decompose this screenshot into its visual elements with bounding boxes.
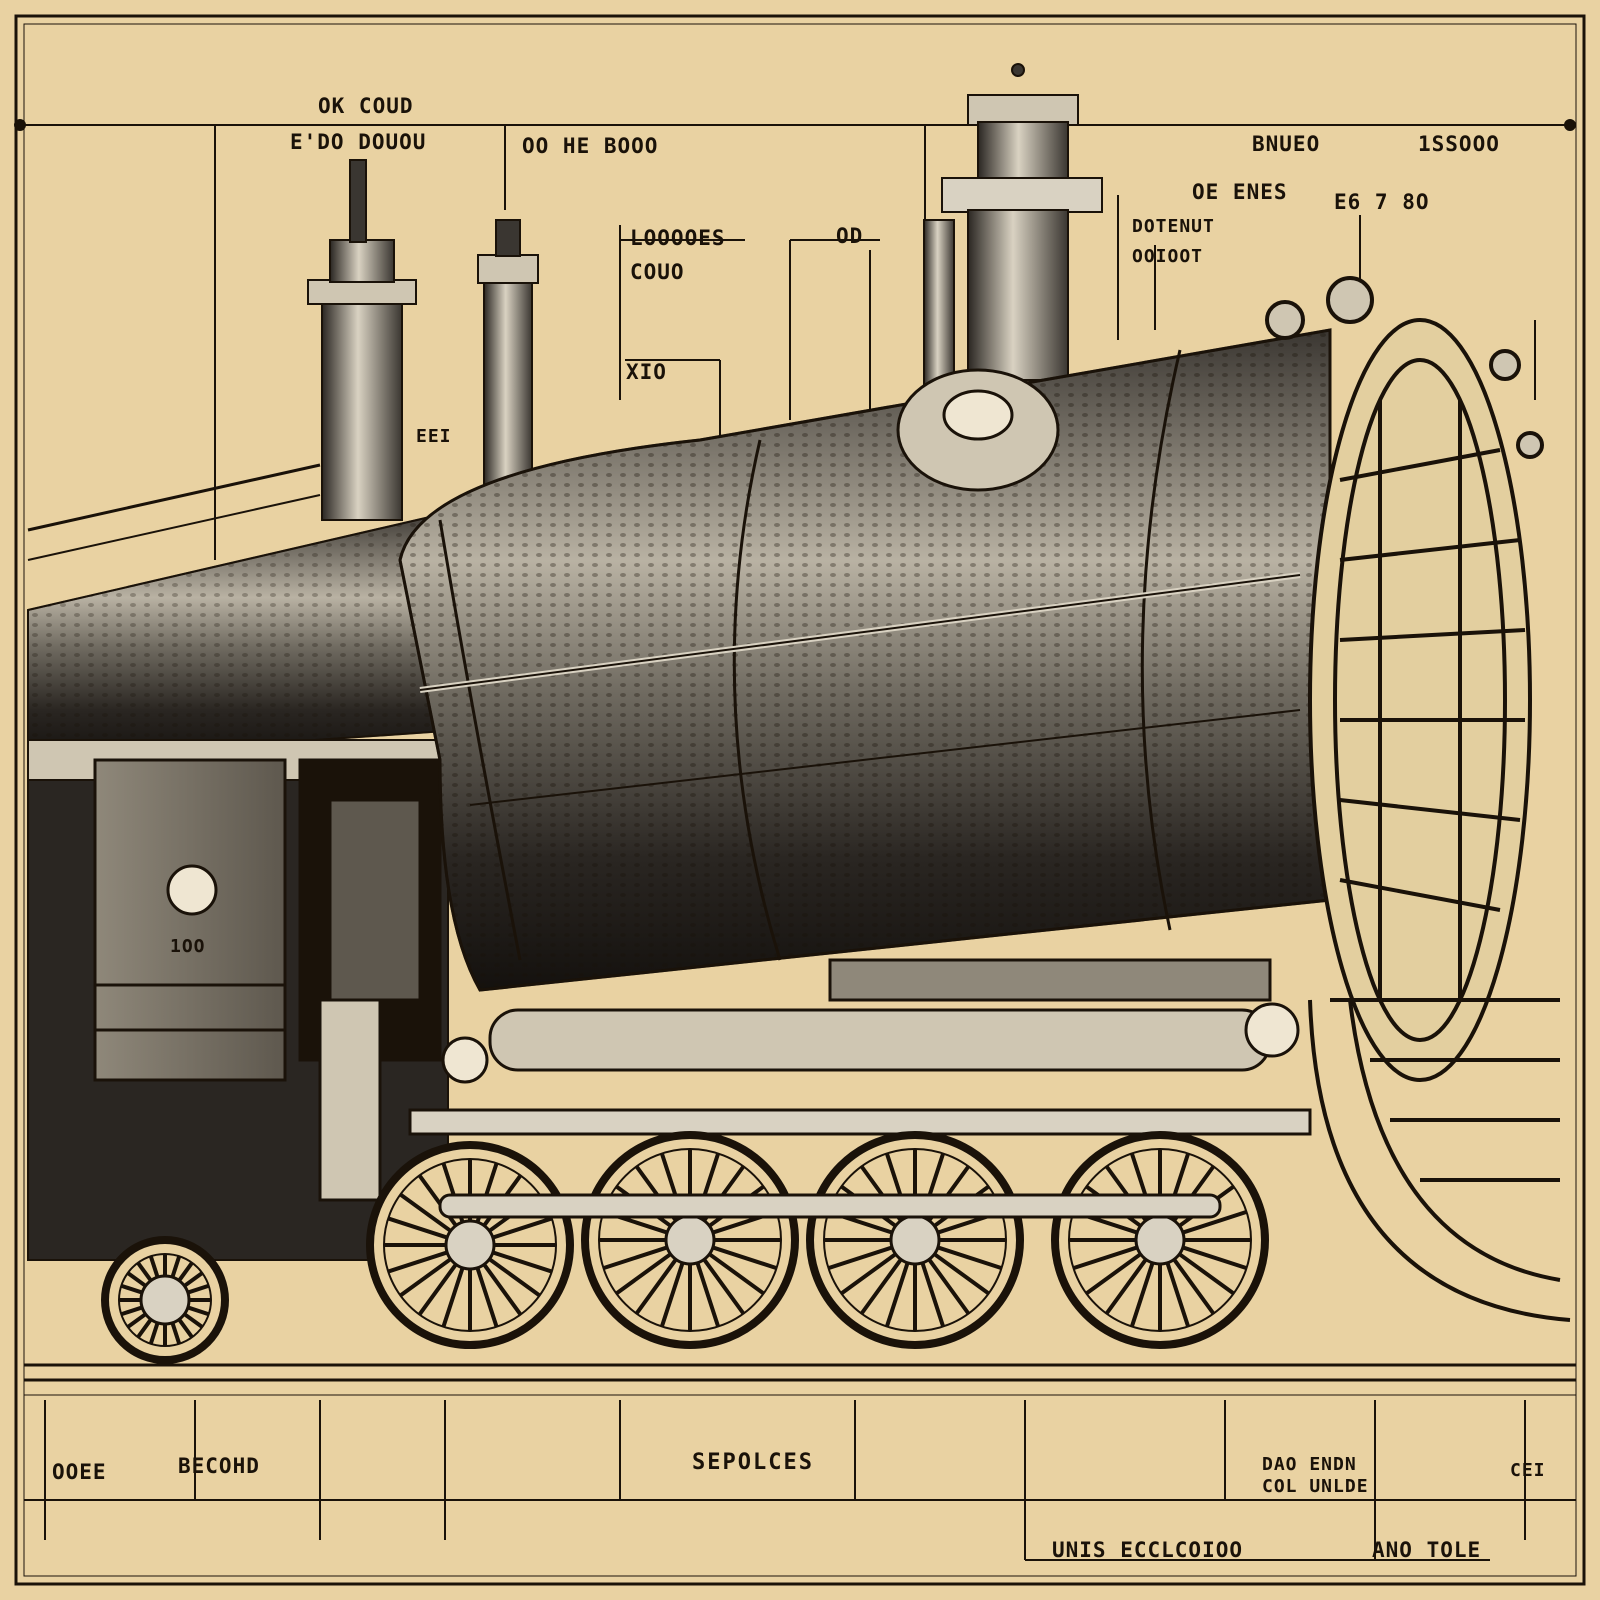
outer-border	[14, 14, 1586, 1586]
smokebox-front	[1265, 276, 1544, 1082]
label-footer-1: UNIS ECCLCOIOO	[1052, 1538, 1244, 1562]
label-top-left-1: OK COUD	[318, 94, 414, 118]
label-mid-1: OE ENES	[1192, 180, 1288, 204]
driving-wheel	[806, 1131, 1024, 1349]
label-callout-3: OD	[836, 224, 864, 248]
pilot	[1308, 998, 1571, 1322]
label-callout-5: OOIOOT	[1132, 246, 1204, 267]
small-rod	[923, 219, 955, 391]
driving-wheels	[101, 1131, 1269, 1364]
driving-wheel	[1051, 1131, 1269, 1349]
coupling-rod	[438, 1193, 1222, 1219]
label-bottom-5: COL UNLDE	[1262, 1476, 1369, 1497]
label-bottom-3: SEPOLCES	[692, 1450, 814, 1475]
label-footer-2: ANO TOLE	[1372, 1538, 1482, 1562]
driving-wheel	[366, 1141, 574, 1349]
label-callout-7: EEI	[416, 426, 452, 447]
label-mid-2: E6 7 8O	[1334, 190, 1430, 214]
label-bottom-6: CEI	[1510, 1460, 1546, 1481]
driving-wheel	[581, 1131, 799, 1349]
cab	[93, 758, 442, 1202]
label-bottom-4: DAO ENDN	[1262, 1454, 1357, 1475]
main-chimney	[941, 63, 1103, 381]
label-top-mid: OO HE BOOO	[522, 134, 659, 158]
driving-wheel	[101, 1236, 229, 1364]
label-bottom-1: OOEE	[52, 1460, 107, 1484]
label-bottom-2: BECOHD	[178, 1454, 260, 1478]
boiler	[398, 328, 1332, 992]
running-gear-frame	[408, 958, 1312, 1136]
cab-number: 1OO	[170, 936, 206, 957]
label-callout-4: DOTENUT	[1132, 216, 1215, 237]
middle-stack	[477, 219, 539, 491]
rear-stack	[307, 159, 417, 521]
label-callout-2: COUO	[630, 260, 685, 284]
label-callout-1: LOOOOES	[630, 226, 726, 250]
label-top-right-1: BNUEO	[1252, 132, 1321, 156]
rail	[24, 1363, 1576, 1396]
label-top-left-2: E'DO DOUOU	[290, 130, 427, 154]
label-callout-6: XIO	[626, 360, 667, 384]
bottom-dimension-lines	[24, 1400, 1576, 1561]
inner-border	[23, 23, 1577, 1577]
label-top-right-2: 1SSOOO	[1418, 132, 1500, 156]
